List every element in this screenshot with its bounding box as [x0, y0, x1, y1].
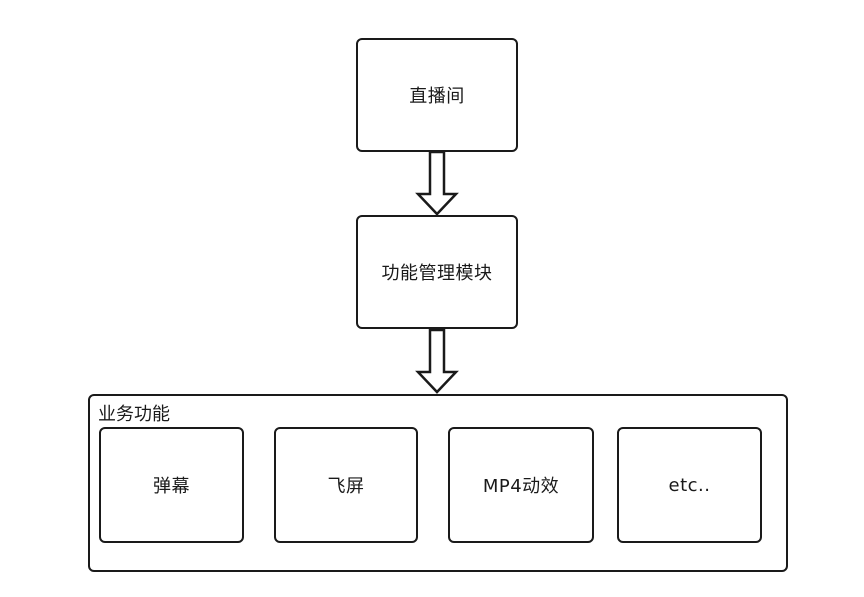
feature-management-node: 功能管理模块 [356, 215, 518, 329]
arrow-feature-management-to-business [415, 328, 459, 394]
live-room-node: 直播间 [356, 38, 518, 152]
business-item-mp4-effect: MP4动效 [448, 427, 594, 543]
business-item-label: 弹幕 [153, 476, 190, 497]
arrow-live-room-to-feature-management [415, 150, 459, 216]
business-item-label: MP4动效 [482, 476, 560, 497]
business-item-danmaku: 弹幕 [99, 427, 244, 543]
business-item-flying-screen: 飞屏 [274, 427, 418, 543]
feature-management-label: 功能管理模块 [381, 263, 493, 284]
business-item-etc: etc.. [617, 427, 762, 543]
business-item-label: etc.. [668, 474, 711, 496]
business-item-label: 飞屏 [327, 476, 365, 497]
business-features-label: 业务功能 [98, 404, 170, 425]
live-room-label: 直播间 [409, 86, 465, 107]
